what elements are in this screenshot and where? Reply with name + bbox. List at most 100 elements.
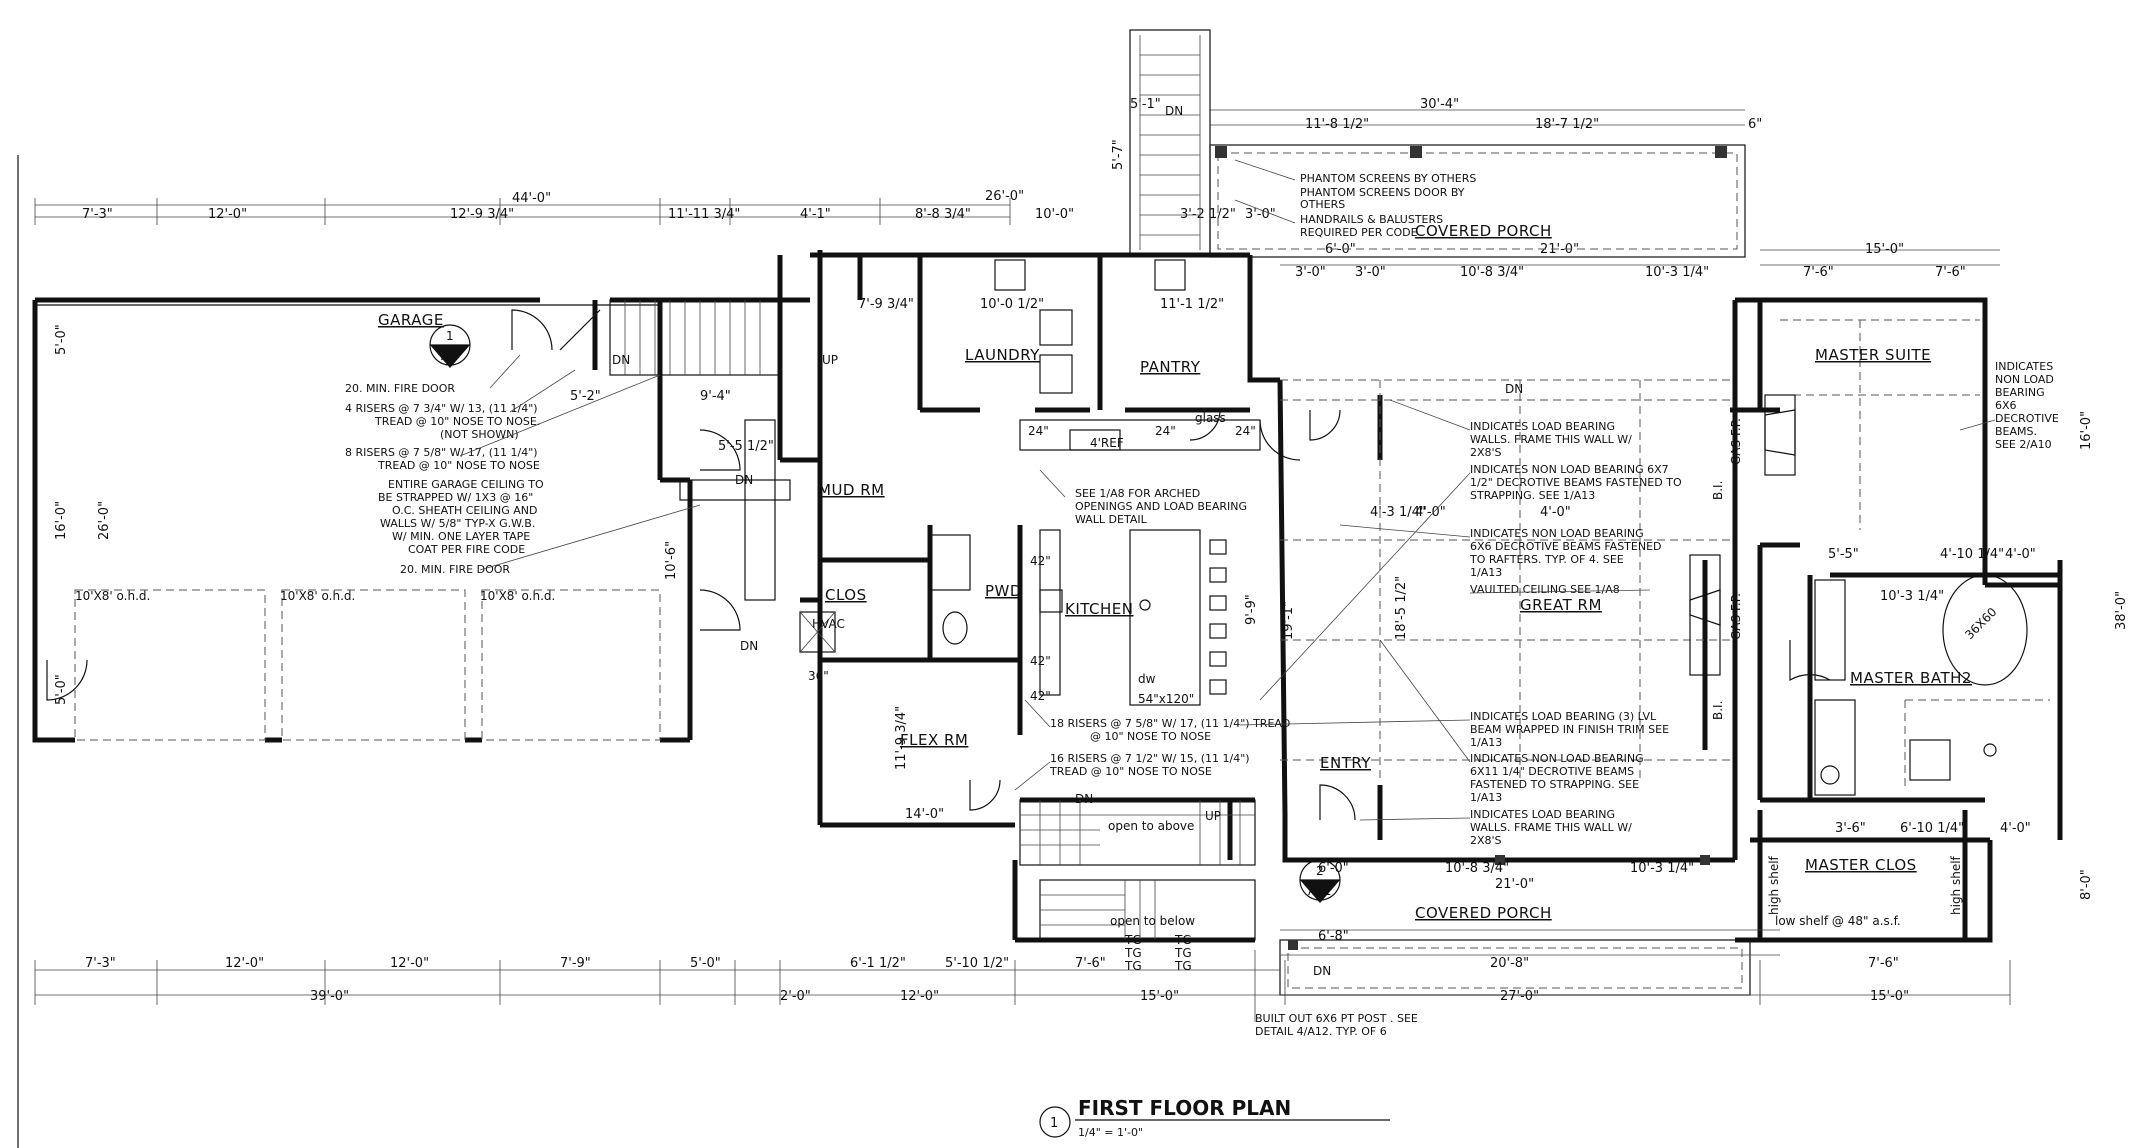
- note-line: COAT PER FIRE CODE: [408, 543, 525, 556]
- note-line: 6X11 1/4" DECROTIVE BEAMS: [1470, 765, 1634, 778]
- dim-b3: 12'-0": [390, 956, 429, 971]
- dim-garage-b: 5'-0": [54, 324, 69, 355]
- dim-great-inner: 18'-5 1/2": [1394, 576, 1409, 640]
- stair-dn-label: DN: [1075, 792, 1093, 806]
- dim-clos-b: 6'-10 1/4": [1900, 821, 1964, 836]
- fixture-open-below: open to below: [1110, 914, 1195, 928]
- dim-b1: 7'-3": [85, 956, 116, 971]
- room-label-entry: ENTRY: [1320, 754, 1371, 772]
- dim-flex-h: 11'-9 3/4": [894, 706, 909, 770]
- dim-garage-a: 16'-0": [54, 501, 69, 540]
- dim-b15: 15'-0": [1870, 989, 1909, 1004]
- tg-label: TG: [1124, 946, 1142, 960]
- dim-porch2: 18'-7 1/2": [1535, 117, 1599, 132]
- note-line: WALL DETAIL: [1075, 513, 1148, 526]
- tg-labels: TG TG TG TG TG TG: [1124, 933, 1192, 973]
- note-line: PHANTOM SCREENS BY OTHERS: [1300, 172, 1476, 185]
- dim-garage-door-side: 5'-2": [570, 389, 601, 404]
- note-line: INDICATES LOAD BEARING (3) LVL: [1470, 710, 1657, 723]
- dim-b10: 7'-6": [1868, 956, 1899, 971]
- fixture-gas-fp-2: GAS F.P.: [1729, 593, 1743, 640]
- dim-great-f: 10'-3 1/4": [1645, 265, 1709, 280]
- dim-right-overall: 38'-0": [2114, 591, 2129, 630]
- fixture-gas-fp-1: GAS F.P.: [1729, 418, 1743, 465]
- garage-notes: 20. MIN. FIRE DOOR 4 RISERS @ 7 3/4" W/ …: [345, 382, 544, 576]
- dim-mud-w: 7'-9 3/4": [858, 297, 914, 312]
- tg-label: TG: [1174, 933, 1192, 947]
- stair-dn-label: DN: [1165, 104, 1183, 118]
- great-room-notes-top: INDICATES LOAD BEARING WALLS. FRAME THIS…: [1469, 420, 1682, 596]
- note-line: WALLS W/ 5/8" TYP-X G.W.B.: [380, 517, 535, 530]
- porch-notes: PHANTOM SCREENS BY OTHERS PHANTOM SCREEN…: [1300, 172, 1476, 239]
- note-line: 6X6: [1995, 399, 2017, 412]
- drawing-scale: 1/4" = 1'-0": [1078, 1126, 1143, 1139]
- note-line: 2X8'S: [1470, 834, 1502, 847]
- dim-b8: 7'-6": [1075, 956, 1106, 971]
- dim-entry-b: 6'-8": [1318, 929, 1349, 944]
- fixture-counter-c: 24": [1235, 424, 1256, 438]
- note-line: O.C. SHEATH CEILING AND: [392, 504, 537, 517]
- note-line: DETAIL 4/A12. TYP. OF 6: [1255, 1025, 1387, 1038]
- dim-garage-stair: 9'-4": [700, 389, 731, 404]
- dim-great-c: 3'-0": [1295, 265, 1326, 280]
- note-line: 1/A13: [1470, 736, 1502, 749]
- dim-great-a: 6'-0": [1325, 242, 1356, 257]
- section-tag-a11-number: 2: [1316, 864, 1324, 878]
- dim-suite-overall: 15'-0": [1865, 242, 1904, 257]
- stair-up-label: UP: [822, 353, 838, 367]
- dim-seg8: 3'-2 1/2": [1180, 207, 1236, 222]
- fixture-tub: 36X60: [1962, 605, 1999, 642]
- fixture-counter-g: 42": [1030, 689, 1051, 703]
- dim-garage-left: 26'-0": [97, 501, 112, 540]
- dim-b2: 12'-0": [225, 956, 264, 971]
- garage-door-label-3: 10'X8' o.h.d.: [480, 589, 555, 603]
- note-line: 1/A13: [1470, 791, 1502, 804]
- note-line: 8 RISERS @ 7 5/8" W/ 17, (11 1/4"): [345, 446, 538, 459]
- dim-clos-a: 3'-6": [1835, 821, 1866, 836]
- dim-great-e: 10'-8 3/4": [1460, 265, 1524, 280]
- note-line: W/ MIN. ONE LAYER TAPE: [392, 530, 530, 543]
- room-label-garage: GARAGE: [378, 311, 444, 329]
- fixture-high-shelf-a: high shelf: [1767, 855, 1781, 915]
- room-label-covered-porch-top: COVERED PORCH: [1415, 222, 1552, 240]
- note-line: ENTIRE GARAGE CEILING TO: [388, 478, 544, 491]
- note-line: WALLS. FRAME THIS WALL W/: [1470, 821, 1632, 834]
- dim-suite-b: 7'-6": [1935, 265, 1966, 280]
- dim-b7: 5'-10 1/2": [945, 956, 1009, 971]
- dim-right-a: 16'-0": [2079, 411, 2094, 450]
- dim-garage-c: 5'-0": [54, 674, 69, 705]
- note-line: PHANTOM SCREENS DOOR BY: [1300, 186, 1465, 199]
- dim-stair-top: 5'-1": [1130, 97, 1161, 112]
- note-line: VAULTED CEILING SEE 1/A8: [1470, 583, 1620, 596]
- note-line: NON LOAD: [1995, 373, 2054, 386]
- dim-garage-overall: 39'-0": [310, 989, 349, 1004]
- fixture-counter-b: 24": [1155, 424, 1176, 438]
- note-line: INDICATES NON LOAD BEARING: [1470, 527, 1644, 540]
- fixture-open-above: open to above: [1108, 819, 1194, 833]
- dim-b11: 2'-0": [780, 989, 811, 1004]
- garage-door-label-2: 10'X8' o.h.d.: [280, 589, 355, 603]
- room-label-kitchen: KITCHEN: [1065, 600, 1134, 618]
- fixture-island: 54"x120": [1138, 692, 1194, 706]
- dim-laundry-w: 10'-0 1/2": [980, 297, 1044, 312]
- dim-b6: 6'-1 1/2": [850, 956, 906, 971]
- fixture-low-shelf: low shelf @ 48" a.s.f.: [1775, 914, 1901, 928]
- room-label-pwd: PWD: [985, 582, 1022, 600]
- note-line: 4 RISERS @ 7 3/4" W/ 13, (11 1/4"): [345, 402, 538, 415]
- post-notes: BUILT OUT 6X6 PT POST . SEE DETAIL 4/A12…: [1255, 1012, 1418, 1038]
- dim-seg3: 12'-9 3/4": [450, 207, 514, 222]
- room-label-flex-rm: FLEX RM: [900, 731, 968, 749]
- dim-seg5: 4'-1": [800, 207, 831, 222]
- dim-porch-bottom: 21'-0": [1495, 877, 1534, 892]
- note-line: TREAD @ 10" NOSE TO NOSE.: [374, 415, 540, 428]
- fixture-counter-d: 42": [1030, 554, 1051, 568]
- dim-clos-c: 4'-0": [2000, 821, 2031, 836]
- stair-dn-label: DN: [735, 473, 753, 487]
- dim-pantry-w: 11'-1 1/2": [1160, 297, 1224, 312]
- garage-door-label-1: 10'X8' o.h.d.: [75, 589, 150, 603]
- note-line: INDICATES: [1995, 360, 2053, 373]
- dim-seg1: 7'-3": [82, 207, 113, 222]
- great-room-notes-bottom: INDICATES LOAD BEARING (3) LVL BEAM WRAP…: [1470, 710, 1669, 847]
- note-line: INDICATES NON LOAD BEARING: [1470, 752, 1644, 765]
- dim-great-b: 21'-0": [1540, 242, 1579, 257]
